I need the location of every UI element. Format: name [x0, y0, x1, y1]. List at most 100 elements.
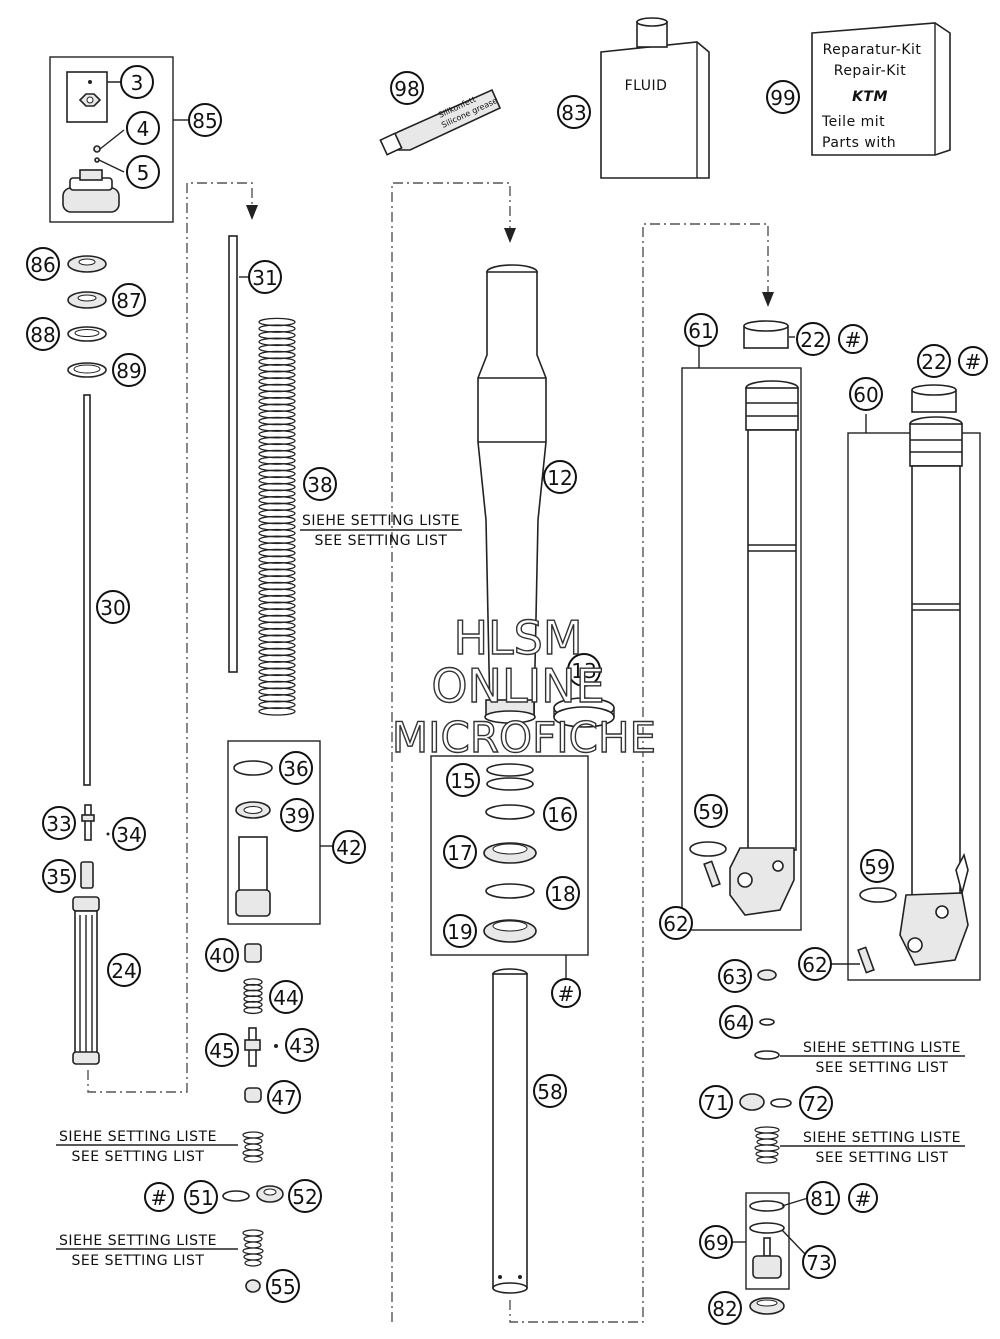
setting-note-de: SIEHE SETTING LISTE [302, 513, 460, 529]
callout-chash: # [551, 978, 581, 1008]
nut-47 [244, 1087, 262, 1103]
callout-c42: 42 [332, 830, 366, 864]
callout-c64: 64 [719, 1005, 753, 1039]
group-box-85 [49, 56, 174, 223]
callout-c35: 35 [42, 859, 76, 893]
callout-c62a: 62 [659, 906, 693, 940]
callout-number: 36 [283, 757, 308, 781]
o-ring-81 [749, 1200, 785, 1212]
spring-35 [80, 861, 94, 889]
callout-c19: 19 [443, 914, 477, 948]
valve-45 [244, 1027, 261, 1067]
callout-number: 22 [921, 350, 946, 374]
callout-number: 89 [116, 359, 141, 383]
callout-c87: 87 [112, 283, 146, 317]
callout-c3: 3 [120, 65, 154, 99]
valve-body-42 [235, 836, 271, 917]
callout-number: 62 [663, 912, 688, 936]
callout-c16: 16 [543, 797, 577, 831]
watermark-line1: HLSM [453, 611, 582, 665]
o-ring-59a [689, 841, 727, 857]
callout-c61: 61 [684, 313, 718, 347]
piston-rod-31 [228, 235, 238, 673]
callout-number: 72 [803, 1092, 828, 1116]
nut-63 [757, 969, 777, 981]
callout-c63: 63 [718, 959, 752, 993]
callout-number: 51 [188, 1186, 213, 1210]
callout-c58: 58 [533, 1074, 567, 1108]
fork-spring-38 [258, 317, 296, 716]
repair-kit-99: Reparatur-Kit Repair-Kit KTM Teile mit P… [811, 22, 951, 156]
callout-c12: 12 [543, 460, 577, 494]
callout-number: 31 [252, 266, 277, 290]
callout-c83: 83 [557, 95, 591, 129]
callout-c40: 40 [205, 938, 239, 972]
callout-c51: 51 [184, 1180, 218, 1214]
callout-c15: 15 [446, 763, 480, 797]
callout-c13: 13 [567, 653, 601, 687]
callout-c99: 99 [766, 80, 800, 114]
callout-c24: 24 [107, 953, 141, 987]
callout-c73: 73 [802, 1245, 836, 1279]
callout-number: # [845, 328, 862, 352]
callout-c39: 39 [280, 798, 314, 832]
watermark-line3: MICROFICHE [392, 713, 656, 762]
washer-86 [67, 255, 107, 273]
group-box-seals [430, 755, 589, 956]
shim-setting [754, 1050, 780, 1060]
setting-note-en: SEE SETTING LIST [315, 533, 448, 549]
callout-c86: 86 [26, 247, 60, 281]
o-ring-73 [749, 1222, 785, 1234]
seal-82 [749, 1297, 785, 1315]
ring-36 [233, 760, 273, 776]
washer-87 [67, 291, 107, 309]
callout-c59a: 59 [694, 794, 728, 828]
callout-number: 47 [271, 1086, 296, 1110]
damper-rod-30 [83, 394, 91, 786]
dust-seal-19 [483, 919, 537, 943]
callout-c22a: 22 [796, 322, 830, 356]
callout-c18: 18 [546, 876, 580, 910]
callout-number: 33 [46, 812, 71, 836]
callout-c22b: 22 [917, 344, 951, 378]
callout-number: 15 [450, 769, 475, 793]
callout-number: 63 [722, 965, 747, 989]
o-ring-59b [859, 887, 897, 903]
callout-number: 88 [30, 323, 55, 347]
callout-number: 52 [292, 1185, 317, 1209]
callout-number: 43 [289, 1034, 314, 1058]
setting-note-en: SEE SETTING LIST [72, 1253, 205, 1269]
callout-number: 18 [550, 882, 575, 906]
setting-note-de: SIEHE SETTING LISTE [803, 1040, 961, 1056]
fluid-bottle-83: FLUID [600, 17, 710, 179]
group-box-69 [745, 1192, 790, 1290]
callout-number: 82 [712, 1297, 737, 1321]
callout-number: 17 [447, 841, 472, 865]
callout-number: 24 [111, 959, 136, 983]
callout-number: 58 [537, 1080, 562, 1104]
repair-kit-line3: Teile mit [821, 114, 885, 130]
callout-number: 59 [698, 800, 723, 824]
valve-69 [752, 1237, 782, 1279]
watermark: HLSM ONLINE MICROFICHE [391, 610, 657, 762]
callout-number: 35 [46, 865, 71, 889]
callout-number: 13 [571, 659, 596, 683]
callout-c71: 71 [699, 1085, 733, 1119]
callout-c43: 43 [285, 1028, 319, 1062]
callout-c72: 72 [799, 1086, 833, 1120]
callout-c81h: # [848, 1183, 878, 1213]
callout-c5: 5 [126, 155, 160, 189]
assembly-guides [87, 182, 774, 1323]
callout-c47: 47 [267, 1080, 301, 1114]
fork-cap-part [62, 169, 120, 213]
callout-c69: 69 [699, 1225, 733, 1259]
callout-number: 69 [703, 1231, 728, 1255]
callout-c81: 81 [806, 1181, 840, 1215]
callout-number: 81 [810, 1187, 835, 1211]
callout-c22bh: # [958, 346, 988, 376]
callout-c52: 52 [288, 1179, 322, 1213]
watermark-line2: ONLINE [431, 659, 604, 713]
shim-stack-3 [754, 1126, 780, 1164]
group-box-61 [681, 367, 802, 931]
